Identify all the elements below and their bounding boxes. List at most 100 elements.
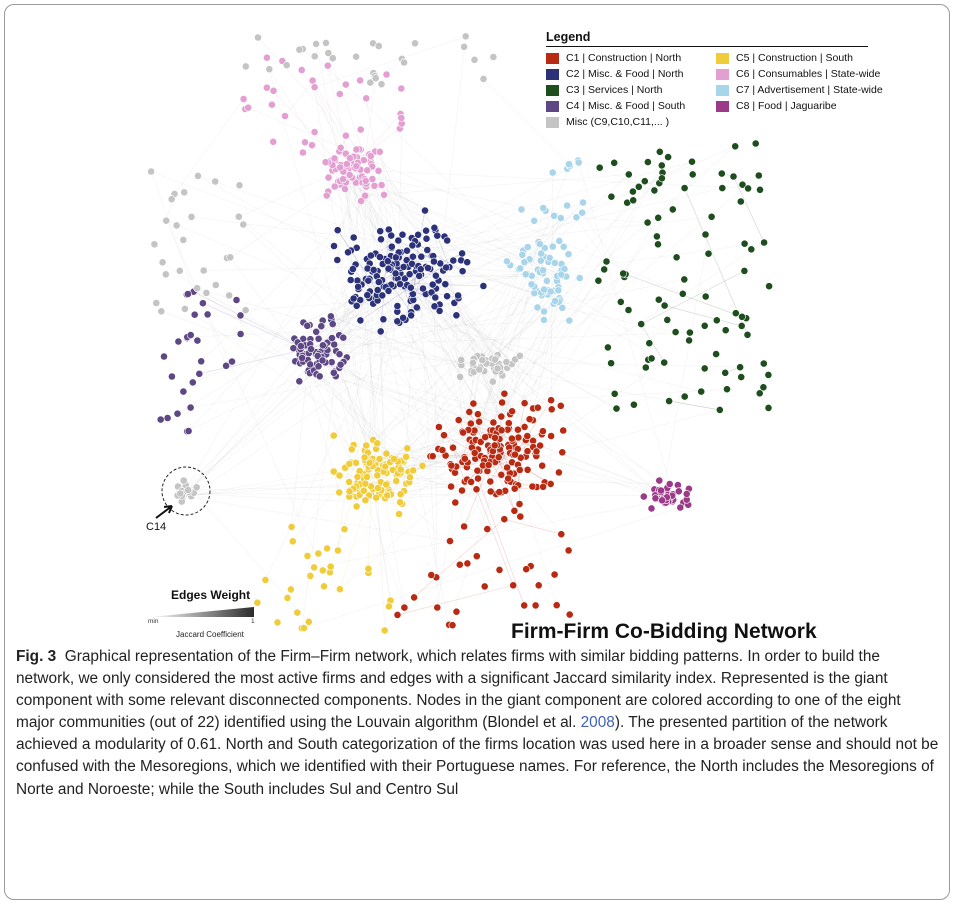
network-node [454,416,463,424]
network-node [298,353,306,362]
network-node [349,294,358,303]
network-node [239,95,248,103]
network-node [447,461,456,470]
network-node [540,315,548,324]
legend-item-c2: C2 | Misc. & Food | North [546,68,716,80]
edges-weight-title: Edges Weight [171,588,251,602]
network-node [528,482,537,491]
network-edge [408,471,521,517]
network-node [160,352,168,361]
network-node [594,276,603,285]
legend-item-misc: Misc (C9,C10,C11,... ) [546,116,716,128]
legend: Legend C1 | Construction | North C5 | Co… [546,30,883,128]
network-edge [177,289,378,414]
network-edge [355,182,502,431]
network-node [520,399,529,408]
network-edge [269,69,380,474]
network-edge [385,286,492,364]
network-edge [248,107,683,295]
network-node [764,403,773,412]
network-node [362,441,371,450]
network-edge [230,191,329,258]
network-node [478,356,487,365]
citation-link[interactable]: 2008 [580,714,615,732]
network-edge [477,453,511,479]
edges-weight-gradient [150,607,254,617]
network-node [547,396,555,405]
network-node [495,488,504,496]
network-node [352,162,361,171]
network-node [336,163,345,172]
network-node [195,369,204,378]
legend-label: C2 | Misc. & Food | North [566,68,684,80]
network-node [369,265,378,274]
legend-label: C4 | Misc. & Food | South [566,100,686,112]
network-edge [181,273,396,502]
network-node [418,461,427,470]
network-edge [661,216,712,501]
network-edge [356,266,399,507]
network-edge [302,161,693,357]
network-node [500,515,509,524]
network-node [460,42,468,51]
network-node [700,364,709,373]
network-node [645,339,654,348]
network-node [479,282,488,290]
network-edge [473,202,628,433]
network-node [295,377,304,386]
network-node [354,282,362,291]
network-node [167,372,176,381]
network-node [222,361,230,370]
network-node [540,307,548,316]
network-node [759,383,768,392]
network-node [641,363,650,372]
network-title: Firm-Firm Co-Bidding Network [511,620,817,643]
network-node [664,153,672,161]
network-node [330,242,338,250]
network-node [368,175,377,183]
network-node [481,433,490,442]
network-node [310,128,319,136]
network-edge [517,439,527,486]
network-node [654,213,663,222]
network-node [660,301,669,310]
network-edge [499,256,545,368]
network-node [754,171,763,180]
network-node [167,195,176,204]
network-node [607,192,616,201]
network-node [400,58,408,67]
network-edge [355,296,488,472]
network-node [557,270,566,279]
network-node [565,316,574,325]
network-node [365,459,374,467]
network-node [408,252,417,261]
network-node [504,474,513,483]
network-node [534,581,543,590]
network-node [760,238,768,247]
network-node [520,601,529,610]
network-node [315,372,324,381]
network-edge [497,290,559,356]
network-node [417,252,426,261]
network-node [619,269,628,278]
network-node [328,334,336,342]
network-node [211,281,220,289]
network-edge [397,585,514,616]
network-node [764,370,773,379]
network-node [381,462,390,471]
network-node [523,465,532,474]
network-edge [302,279,685,359]
network-edge [326,195,669,502]
network-node [378,291,387,300]
network-node [335,585,344,594]
network-node [239,220,248,229]
network-edge [183,493,673,497]
network-edge [184,284,433,491]
network-node [308,76,317,85]
network-node [428,280,437,289]
network-node [382,449,391,458]
network-node [433,603,442,612]
network-node [446,537,454,545]
network-node [261,576,270,584]
network-edge [524,202,584,263]
